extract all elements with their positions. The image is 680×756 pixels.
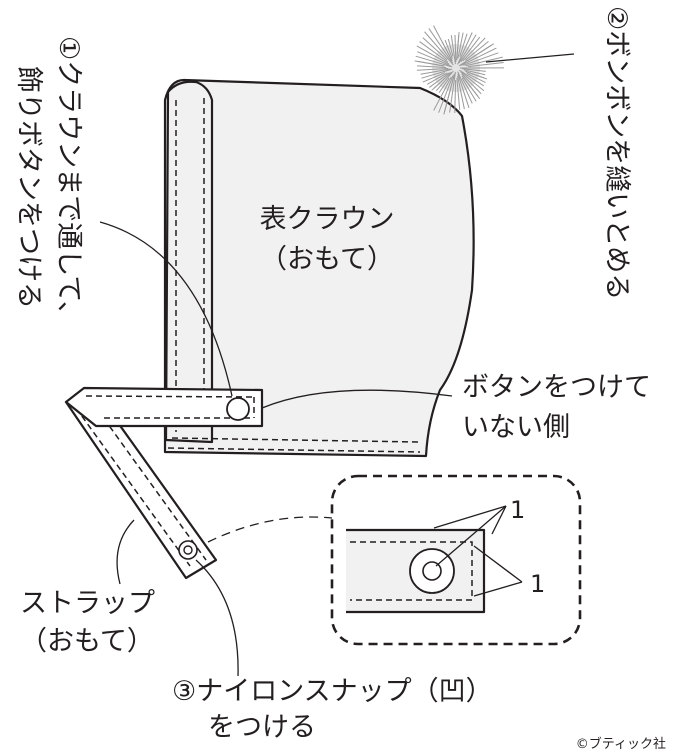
pompom-fibre [422, 37, 448, 61]
pompom-fibre [461, 47, 497, 66]
pompom-fibre [454, 79, 457, 113]
pompom-fibre [427, 72, 448, 85]
dimension-right: 1 [530, 570, 545, 598]
pompom-fibre [419, 41, 449, 63]
pompom-fibre [459, 69, 485, 87]
pompom-fibre [462, 37, 486, 62]
pompom-fibre [429, 72, 450, 88]
pompom-fibre [424, 31, 454, 66]
pompom-fibre [457, 32, 473, 65]
pompom-fibre [458, 34, 477, 64]
pompom-fibre [433, 76, 452, 111]
pompom-fibre [461, 68, 486, 72]
pompom-fibre [438, 77, 450, 94]
copyright-credit: ©ブティック社 [576, 736, 666, 752]
pompom-fibre [463, 69, 486, 76]
pompom-fibre [433, 71, 452, 89]
pompom-fibre [464, 40, 489, 61]
step1-line1: ①クラウンまで通して、 [53, 36, 84, 328]
snap-small-inner [183, 545, 193, 555]
pompom-fibre [415, 55, 453, 68]
leader-strap [116, 519, 135, 585]
pompom-fibre [457, 32, 464, 59]
pompom-fibre [456, 77, 461, 110]
pompom-fibre [420, 68, 451, 75]
pompom-fibre [460, 71, 485, 92]
crown-sublabel: （おもて） [260, 244, 394, 275]
pompom-fibre [417, 65, 447, 68]
leader-step2 [485, 53, 575, 63]
pompom-fibre [449, 71, 456, 113]
pompom-fibre [438, 75, 454, 113]
dimension-top: 1 [510, 496, 525, 524]
step2-label: ②ボンボンを縫いとめる [601, 6, 632, 300]
pompom-fibre [422, 72, 446, 83]
pompom-fibre [463, 52, 499, 66]
pompom-fibre [461, 78, 477, 102]
pompom-fibre [447, 38, 454, 57]
pompom-fibre [457, 73, 470, 109]
leader-step1 [99, 221, 233, 397]
snap-large-inner [422, 561, 442, 581]
pompom-fibre [461, 75, 479, 97]
crown-piece [163, 78, 475, 458]
pompom-fibre [454, 34, 457, 63]
pompom-fibre [417, 60, 445, 67]
pompom-fibre [461, 73, 482, 95]
pompom-fibre [436, 70, 454, 92]
pompom-fibre [457, 75, 465, 110]
strap-sublabel: （おもて） [20, 626, 154, 657]
step1-line2: 飾りボタンをつける [13, 66, 44, 309]
pompom-fibre [460, 36, 481, 62]
strap-label: ストラップ [20, 588, 155, 619]
pompom [414, 25, 505, 115]
pompom-fibre [459, 33, 468, 57]
decor-button [226, 397, 250, 421]
no-button-side-line2: いない側 [462, 412, 570, 443]
pompom-fibre [428, 28, 454, 64]
pompom-fibre [433, 25, 453, 62]
pompom-fibre [466, 72, 486, 83]
step3-line1: ③ナイロンスナップ（凹） [172, 676, 493, 707]
pompom-fibre [416, 45, 450, 65]
pompom-fibre [467, 61, 504, 68]
pompom-fibre [456, 35, 460, 61]
pompom-fibre [444, 73, 455, 112]
strap-piece [64, 386, 264, 580]
pompom-fibre [457, 71, 473, 104]
no-button-side-line1: ボタンをつけて [462, 372, 651, 403]
crown-label: 表クラウン [260, 204, 395, 235]
pompom-fibre [417, 51, 451, 67]
pompom-fibre [421, 68, 453, 79]
pompom-fibre [444, 39, 453, 59]
step3-line2: をつける [208, 712, 316, 743]
leader-step3 [195, 559, 239, 677]
pompom-fibre [417, 67, 449, 71]
pompom-fibre [459, 44, 492, 67]
pompom-fibre [465, 56, 503, 67]
leader-no-button [261, 389, 453, 409]
pompom-fibre [465, 70, 485, 79]
zoom-callout [207, 474, 582, 646]
pompom-fibre [450, 35, 456, 65]
